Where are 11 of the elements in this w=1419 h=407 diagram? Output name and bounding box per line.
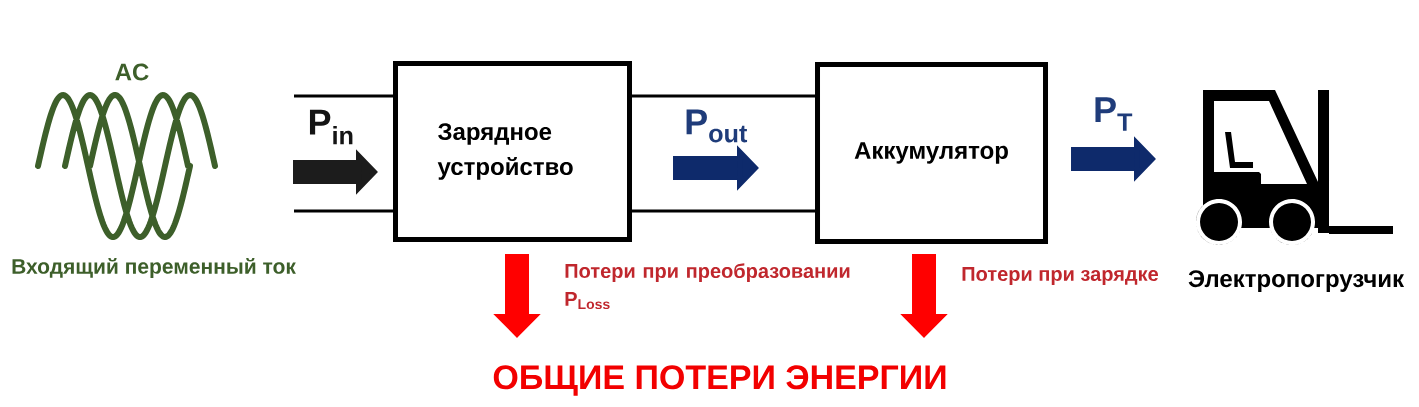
heading: ОБЩИЕ ПОТЕРИ ЭНЕРГИИ [493,365,946,396]
process-box: Зарядное устройство [393,61,632,242]
edge-label: P$_{in}$ [309,109,353,145]
label: Входящий переменный ток [12,258,296,278]
edge-label: P$_{T}$ [1095,97,1133,131]
label: AC [115,63,149,81]
edge-label: Потери при зарядке [962,267,1159,285]
edge-label: P$_{out}$ [686,109,748,143]
process-box: Аккумулятор [815,62,1048,244]
label: Электропогрузчик [1188,270,1405,292]
edge-label: Потери при преобразовании P$_{Loss}$ [565,263,850,310]
